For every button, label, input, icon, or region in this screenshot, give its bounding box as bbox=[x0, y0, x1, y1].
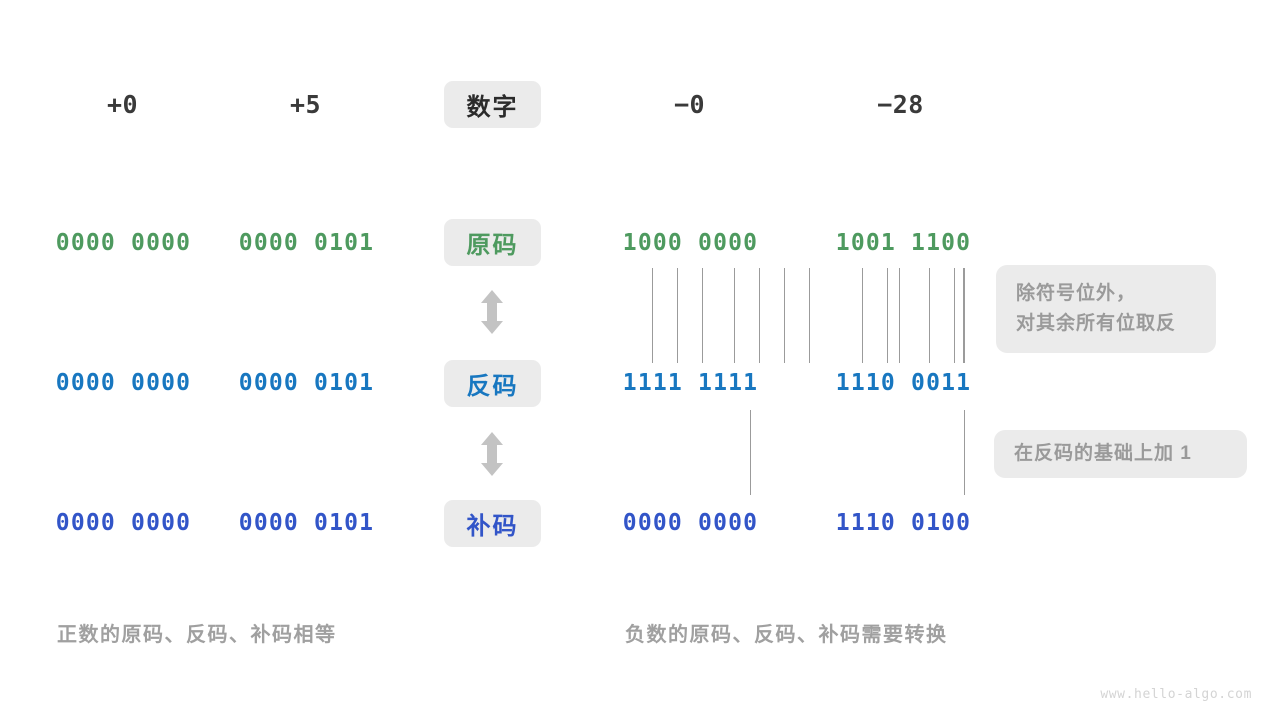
connector-line bbox=[862, 268, 863, 363]
value-negative-0-twos-complement: 0000 0000 bbox=[622, 510, 759, 536]
connector-line bbox=[887, 268, 888, 363]
connector-line bbox=[759, 268, 760, 363]
connector-line bbox=[734, 268, 735, 363]
value-positive-1-ones-complement: 0000 0101 bbox=[238, 370, 375, 396]
value-negative-1-twos-complement: 1110 0100 bbox=[835, 510, 972, 536]
connector-line bbox=[750, 410, 751, 495]
row-label-twos-complement: 补码 bbox=[444, 500, 541, 547]
connector-line bbox=[964, 268, 965, 363]
annotation-add-one: 在反码的基础上加 1 bbox=[994, 430, 1247, 478]
watermark: www.hello-algo.com bbox=[1100, 687, 1252, 702]
row-label-sign-magnitude: 原码 bbox=[444, 219, 541, 266]
value-negative-0-ones-complement: 1111 1111 bbox=[622, 370, 759, 396]
connector-line bbox=[954, 268, 955, 363]
connector-line bbox=[784, 268, 785, 363]
caption-negative: 负数的原码、反码、补码需要转换 bbox=[625, 624, 948, 646]
caption-positive: 正数的原码、反码、补码相等 bbox=[57, 624, 337, 646]
value-positive-0-sign-magnitude: 0000 0000 bbox=[55, 230, 192, 256]
column-header-negative-1: −28 bbox=[877, 89, 924, 119]
connector-line bbox=[677, 268, 678, 363]
connector-line bbox=[899, 268, 900, 363]
connector-line bbox=[809, 268, 810, 363]
row-label-ones-complement: 反码 bbox=[444, 360, 541, 407]
value-positive-0-twos-complement: 0000 0000 bbox=[55, 510, 192, 536]
value-negative-0-sign-magnitude: 1000 0000 bbox=[622, 230, 759, 256]
row-label-number: 数字 bbox=[444, 81, 541, 128]
value-negative-1-sign-magnitude: 1001 1100 bbox=[835, 230, 972, 256]
column-header-positive-0: +0 bbox=[106, 89, 139, 119]
value-positive-0-ones-complement: 0000 0000 bbox=[55, 370, 192, 396]
value-positive-1-twos-complement: 0000 0101 bbox=[238, 510, 375, 536]
connector-line bbox=[929, 268, 930, 363]
column-header-negative-0: −0 bbox=[673, 89, 706, 119]
connector-line bbox=[963, 268, 964, 363]
connector-line bbox=[702, 268, 703, 363]
connector-line bbox=[964, 410, 965, 495]
arrow-up-down-icon bbox=[477, 288, 507, 336]
connector-line bbox=[652, 268, 653, 363]
value-negative-1-ones-complement: 1110 0011 bbox=[835, 370, 972, 396]
value-positive-1-sign-magnitude: 0000 0101 bbox=[238, 230, 375, 256]
annotation-invert-bits: 除符号位外， 对其余所有位取反 bbox=[996, 265, 1216, 353]
column-header-positive-1: +5 bbox=[289, 89, 322, 119]
arrow-up-down-icon bbox=[477, 430, 507, 478]
